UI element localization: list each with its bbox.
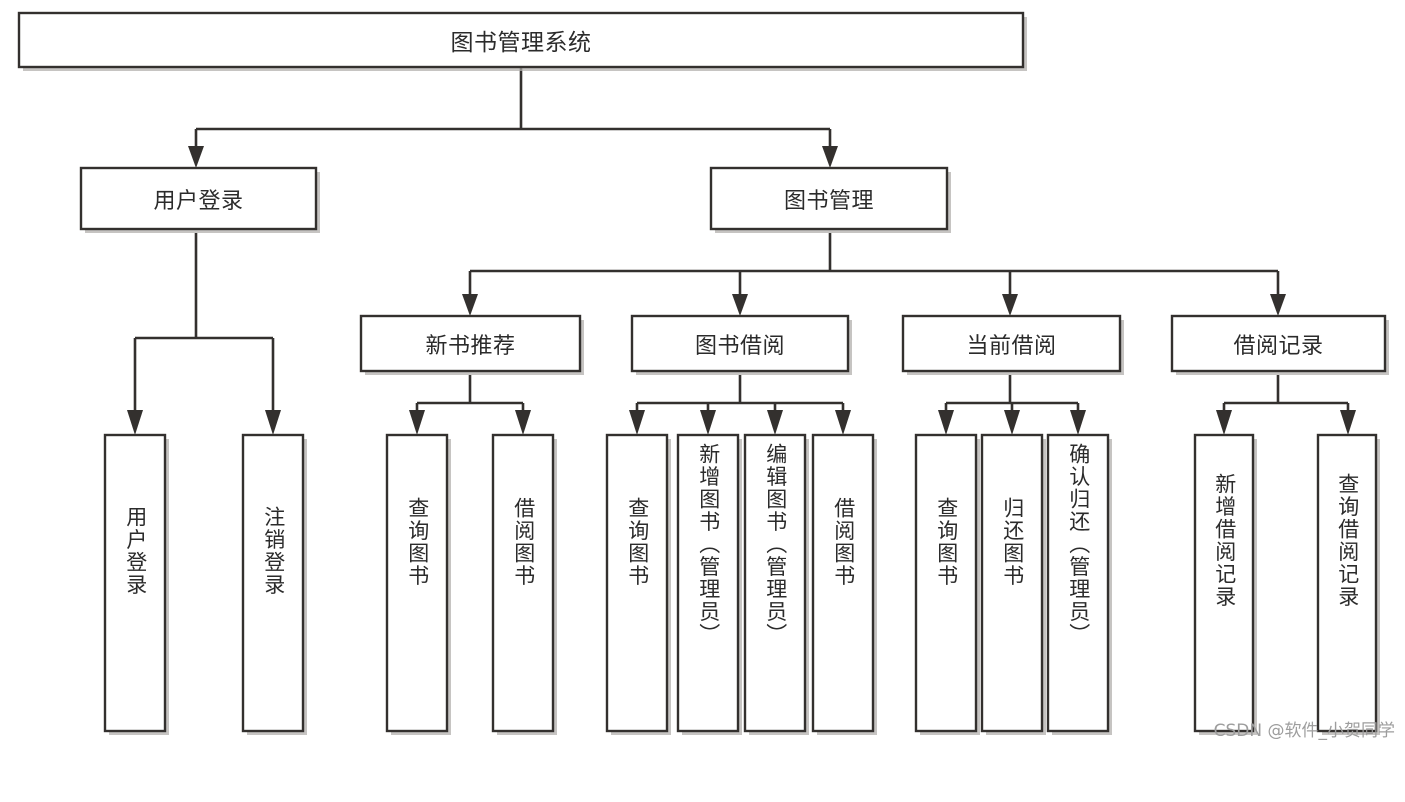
tree-diagram-svg bbox=[17, 11, 1389, 735]
edges-layer bbox=[127, 67, 1356, 435]
arrow-head-leaf-logout-login bbox=[265, 410, 281, 435]
node-root[interactable] bbox=[17, 11, 1025, 69]
node-leaf-query-book-1[interactable] bbox=[385, 433, 449, 733]
node-leaf-query-book-2[interactable] bbox=[605, 433, 669, 733]
node-leaf-borrow-book-2[interactable] bbox=[811, 433, 875, 733]
arrow-head-leaf-query-book-3 bbox=[938, 410, 954, 435]
node-leaf-add-borrow-record[interactable] bbox=[1193, 433, 1255, 733]
arrow-head-leaf-return-book bbox=[1004, 410, 1020, 435]
arrow-head-leaf-confirm-return-admin bbox=[1070, 410, 1086, 435]
arrow-head-user-login bbox=[188, 146, 204, 168]
arrow-head-leaf-borrow-book-2 bbox=[835, 410, 851, 435]
arrow-head-leaf-add-borrow-record bbox=[1216, 410, 1232, 435]
csdn-watermark: CSDN @软件_小贺同学 bbox=[1213, 721, 1395, 741]
arrow-head-leaf-query-book-2 bbox=[629, 410, 645, 435]
arrow-head-borrow-record bbox=[1270, 294, 1286, 316]
node-leaf-add-book-admin[interactable] bbox=[676, 433, 740, 733]
arrow-head-leaf-edit-book-admin bbox=[767, 410, 783, 435]
arrow-head-leaf-query-borrow-record bbox=[1340, 410, 1356, 435]
arrow-head-new-book-recommend bbox=[462, 294, 478, 316]
node-leaf-query-book-3[interactable] bbox=[914, 433, 978, 733]
node-new-book-recommend[interactable] bbox=[359, 314, 582, 373]
node-leaf-return-book[interactable] bbox=[980, 433, 1044, 733]
diagram-canvas: 图书管理系统 用户登录 图书管理 新书推荐 图书借阅 当前借阅 借阅记录 用户登… bbox=[17, 11, 1395, 741]
arrow-head-leaf-borrow-book-1 bbox=[515, 410, 531, 435]
arrow-head-current-borrow bbox=[1002, 294, 1018, 316]
arrow-head-book-borrow bbox=[732, 294, 748, 316]
node-leaf-query-borrow-record[interactable] bbox=[1316, 433, 1378, 733]
node-leaf-borrow-book-1[interactable] bbox=[491, 433, 555, 733]
arrow-head-leaf-user-login bbox=[127, 410, 143, 435]
node-leaf-confirm-return-admin[interactable] bbox=[1046, 433, 1110, 733]
node-leaf-logout-login[interactable] bbox=[241, 433, 305, 733]
node-borrow-record[interactable] bbox=[1170, 314, 1387, 373]
node-leaf-user-login[interactable] bbox=[103, 433, 167, 733]
arrow-head-leaf-query-book-1 bbox=[409, 410, 425, 435]
node-user-login[interactable] bbox=[79, 166, 318, 231]
node-current-borrow[interactable] bbox=[901, 314, 1122, 373]
nodes-layer bbox=[17, 11, 1389, 735]
arrow-head-leaf-add-book-admin bbox=[700, 410, 716, 435]
node-leaf-edit-book-admin[interactable] bbox=[743, 433, 807, 733]
node-book-borrow[interactable] bbox=[630, 314, 850, 373]
node-book-management[interactable] bbox=[709, 166, 949, 231]
arrow-head-book-management bbox=[822, 146, 838, 168]
